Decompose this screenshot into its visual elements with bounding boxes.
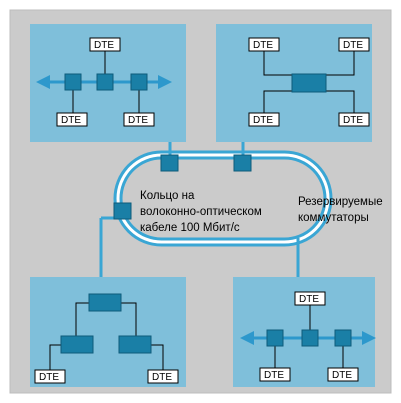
- svg-text:DTE: DTE: [152, 372, 172, 383]
- svg-text:DTE: DTE: [253, 40, 273, 51]
- br-node-1: [266, 329, 284, 347]
- svg-text:DTE: DTE: [253, 115, 273, 126]
- top-left-network: DTE DTE DTE: [36, 37, 172, 127]
- tl-node-2: [96, 73, 114, 91]
- dte-box: DTE: [259, 367, 291, 382]
- ring-label-line2: волоконно-оптическом: [140, 206, 262, 218]
- arrow-left-icon: [240, 331, 254, 345]
- dte-box: DTE: [338, 37, 370, 52]
- dte-box: DTE: [327, 367, 359, 382]
- ring-switch-1: [160, 154, 179, 172]
- dte-box: DTE: [248, 112, 280, 127]
- dte-box: DTE: [56, 112, 88, 127]
- br-node-2: [301, 329, 319, 347]
- tl-node-1: [64, 73, 82, 91]
- dte-box: DTE: [248, 37, 280, 52]
- svg-text:DTE: DTE: [264, 370, 284, 381]
- tl-node-3: [130, 73, 148, 91]
- svg-text:DTE: DTE: [343, 40, 363, 51]
- arrow-right-icon: [158, 75, 172, 89]
- dte-box: DTE: [123, 112, 155, 127]
- bl-right: [118, 335, 152, 354]
- top-right-network: DTE DTE DTE DTE: [248, 37, 370, 127]
- br-node-3: [334, 329, 352, 347]
- switches-label-line1: Резервируемые: [298, 196, 383, 208]
- bottom-left-network: DTE DTE: [34, 293, 179, 384]
- dte-box: DTE: [338, 112, 370, 127]
- ring-switch-2: [233, 154, 252, 172]
- bl-root: [88, 293, 122, 312]
- svg-text:DTE: DTE: [94, 40, 114, 51]
- svg-text:DTE: DTE: [299, 294, 319, 305]
- svg-text:DTE: DTE: [61, 115, 81, 126]
- arrow-right-icon: [362, 331, 376, 345]
- dte-box: DTE: [34, 369, 66, 384]
- dte-box: DTE: [89, 37, 121, 52]
- ring-switch-3: [113, 202, 132, 220]
- tr-hub: [291, 73, 327, 93]
- fiber-ring: [113, 150, 333, 247]
- switches-label-line2: коммутаторы: [298, 212, 369, 224]
- bottom-right-network: DTE DTE DTE: [240, 291, 376, 382]
- dte-box: DTE: [147, 369, 179, 384]
- dte-box: DTE: [294, 291, 326, 306]
- bl-left: [60, 335, 94, 354]
- ring-label-line3: кабеле 100 Мбит/с: [140, 222, 240, 234]
- arrow-left-icon: [36, 75, 50, 89]
- svg-text:DTE: DTE: [128, 115, 148, 126]
- svg-text:DTE: DTE: [39, 372, 59, 383]
- ring-label-line1: Кольцо на: [140, 190, 195, 202]
- svg-text:DTE: DTE: [343, 115, 363, 126]
- svg-text:DTE: DTE: [332, 370, 352, 381]
